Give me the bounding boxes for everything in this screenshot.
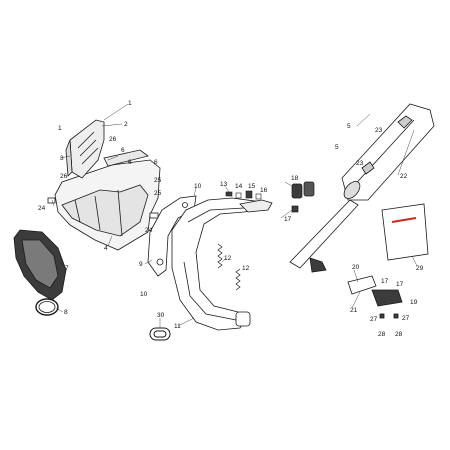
rubber-mount bbox=[303, 181, 315, 197]
callout-24: 24 bbox=[38, 205, 46, 212]
nut bbox=[291, 205, 299, 213]
silencer-end bbox=[309, 257, 327, 273]
rubber-mount bbox=[291, 183, 303, 199]
hose-clamp-inner bbox=[38, 301, 56, 313]
callout-6: 6 bbox=[121, 147, 125, 154]
brand-decal bbox=[391, 217, 417, 223]
airbox-tab bbox=[47, 197, 56, 204]
callout-20: 20 bbox=[352, 264, 360, 271]
callout-30: 30 bbox=[157, 312, 165, 319]
silencer-mount bbox=[397, 115, 413, 129]
heat-shield-hole bbox=[156, 258, 164, 266]
air-filter-cover bbox=[65, 139, 73, 177]
air-filter-highlight bbox=[21, 239, 59, 289]
callout-8: 8 bbox=[64, 309, 68, 316]
callout-3: 3 bbox=[60, 155, 64, 162]
callout-17: 17 bbox=[381, 278, 389, 285]
rubber-grommet bbox=[393, 313, 399, 319]
callout-28: 28 bbox=[378, 331, 386, 338]
fastener-row bbox=[225, 190, 262, 200]
o-ring-group bbox=[149, 327, 171, 341]
exhaust-pipe-seam bbox=[183, 261, 237, 321]
callout-16: 16 bbox=[260, 187, 268, 194]
silencer-group bbox=[289, 103, 435, 273]
callout-5: 5 bbox=[335, 144, 339, 151]
callout-15: 15 bbox=[248, 183, 256, 190]
callout-18: 18 bbox=[291, 175, 299, 182]
callout-13: 13 bbox=[220, 181, 228, 188]
callout-6: 6 bbox=[128, 159, 132, 166]
callout-19: 19 bbox=[410, 299, 418, 306]
rubber-grommet bbox=[379, 313, 385, 319]
callout-9: 9 bbox=[139, 261, 143, 268]
airbox-body-inner bbox=[61, 184, 149, 237]
silencer-endcap bbox=[343, 181, 361, 199]
callout-17: 17 bbox=[396, 281, 404, 288]
hose-clamp bbox=[35, 298, 59, 316]
callout-6: 6 bbox=[154, 159, 158, 166]
callout-10: 10 bbox=[140, 291, 148, 298]
silencer-packing-group bbox=[381, 203, 429, 261]
exhaust-outlet bbox=[235, 311, 251, 327]
heat-shield bbox=[147, 195, 197, 277]
exhaust-pipe-seam bbox=[187, 207, 245, 223]
silencer-tube bbox=[289, 199, 359, 269]
callout-23: 23 bbox=[375, 127, 383, 134]
callout-12: 12 bbox=[242, 265, 250, 272]
exhaust-header bbox=[239, 199, 273, 213]
callout-26: 26 bbox=[60, 173, 68, 180]
bolt bbox=[225, 191, 233, 197]
heat-shield-hole bbox=[182, 202, 188, 208]
springs bbox=[217, 243, 241, 291]
spring bbox=[217, 243, 223, 269]
mounting-bracket-group bbox=[347, 275, 403, 319]
exhaust-group bbox=[147, 195, 273, 331]
silencer-packing bbox=[381, 203, 429, 261]
air-filter-group bbox=[13, 229, 67, 316]
nut bbox=[245, 190, 253, 199]
callout-27: 27 bbox=[402, 315, 410, 322]
airbox-tab bbox=[149, 212, 159, 219]
callout-27: 27 bbox=[370, 316, 378, 323]
airbox-cover-slot bbox=[77, 131, 99, 165]
silencer-mount bbox=[361, 161, 375, 175]
callout-14: 14 bbox=[235, 183, 243, 190]
callout-4: 4 bbox=[104, 245, 108, 252]
washer bbox=[235, 192, 242, 199]
callout-21: 21 bbox=[350, 307, 358, 314]
spacer bbox=[255, 193, 262, 200]
callout-25: 25 bbox=[154, 190, 162, 197]
mounting-bracket bbox=[371, 289, 403, 307]
callout-1: 1 bbox=[128, 100, 132, 107]
silencer bbox=[341, 103, 435, 201]
o-ring-inner bbox=[153, 330, 167, 338]
callout-12: 12 bbox=[224, 255, 232, 262]
airbox-group bbox=[47, 119, 161, 251]
callout-23: 23 bbox=[356, 160, 364, 167]
callout-25: 25 bbox=[154, 177, 162, 184]
callout-labels: 1 1 2 3 4 5 5 6 6 6 7 8 9 10 10 11 12 12… bbox=[38, 100, 424, 338]
exhaust-pipe bbox=[171, 197, 269, 331]
callout-5: 5 bbox=[347, 123, 351, 130]
clamp bbox=[347, 275, 377, 295]
leader-lines bbox=[51, 103, 418, 328]
spring bbox=[235, 268, 241, 291]
airbox-rib bbox=[74, 189, 123, 237]
callout-10: 10 bbox=[194, 183, 202, 190]
callout-29: 29 bbox=[416, 265, 424, 272]
callout-17: 17 bbox=[284, 216, 292, 223]
callout-11: 11 bbox=[174, 323, 181, 330]
callout-26: 26 bbox=[109, 136, 117, 143]
callout-24: 24 bbox=[145, 227, 153, 234]
callout-1: 1 bbox=[58, 125, 62, 132]
callout-2: 2 bbox=[124, 121, 128, 128]
callout-22: 22 bbox=[400, 173, 408, 180]
callout-7: 7 bbox=[65, 265, 69, 272]
silencer-seam bbox=[349, 119, 415, 191]
rubber-mount-group bbox=[291, 181, 315, 213]
callout-28: 28 bbox=[395, 331, 403, 338]
bracket bbox=[103, 149, 149, 167]
